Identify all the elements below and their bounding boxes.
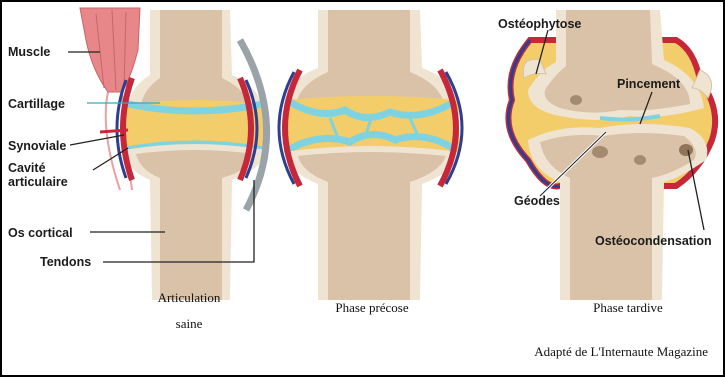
label-osteocondensation: Ostéocondensation <box>595 234 712 248</box>
osteocondensation <box>679 144 693 156</box>
panel-late-phase: Ostéophytose Pincement Géodes Ostéoconde… <box>498 10 715 315</box>
caption-early-phase: Phase précose <box>335 300 409 315</box>
label-pincement: Pincement <box>617 77 681 91</box>
label-cavite-line1: Cavité <box>8 161 46 175</box>
caption-healthy-line2: saine <box>176 316 203 331</box>
caption-late-phase: Phase tardive <box>593 300 663 315</box>
caption-healthy-line1: Articulation <box>158 290 221 305</box>
source-credit: Adapté de L'Internaute Magazine <box>534 344 708 359</box>
label-cartillage: Cartillage <box>8 97 65 111</box>
label-geodes: Géodes <box>514 194 560 208</box>
panel-healthy-joint: Muscle Cartillage Synoviale Cavité artic… <box>8 8 267 331</box>
label-muscle: Muscle <box>8 45 50 59</box>
panel-early-phase: Phase précose <box>279 10 462 315</box>
label-cavite-line2: articulaire <box>8 175 68 189</box>
geode <box>592 146 608 158</box>
label-synoviale: Synoviale <box>8 139 66 153</box>
label-os-cortical: Os cortical <box>8 226 73 240</box>
label-osteophytose: Ostéophytose <box>498 17 581 31</box>
label-tendons: Tendons <box>40 255 91 269</box>
